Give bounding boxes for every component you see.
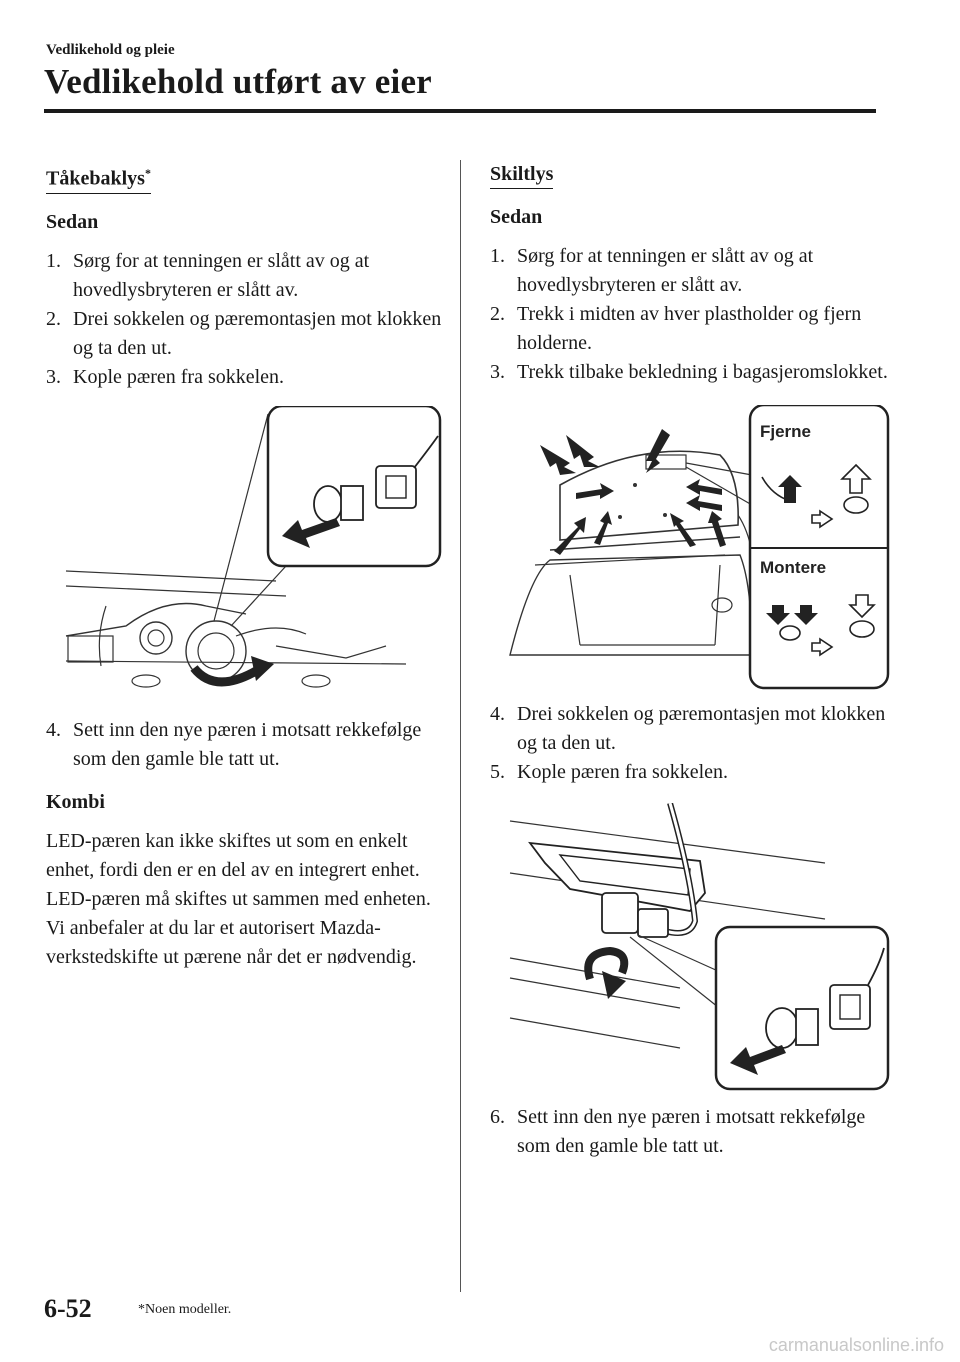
- footnote: *Noen modeller.: [138, 1302, 232, 1317]
- sedan-subheading: Sedan: [490, 206, 543, 228]
- license-light-steps-b: 4.Drei sokkelen og pæremontasjen mot klo…: [490, 700, 890, 787]
- trunk-lining-clip-illustration: Fjerne Montere: [509, 405, 890, 690]
- list-item: 1.Sørg for at tenningen er slått av og a…: [490, 245, 814, 296]
- left-column: Tåkebaklys* Sedan 1.Sørg for at tenninge…: [46, 160, 446, 972]
- list-item: 4.Drei sokkelen og pæremontasjen mot klo…: [490, 703, 886, 754]
- kombi-paragraph: LED-pæren kan ikke skiftes ut som en enk…: [46, 829, 420, 881]
- list-item: 4.Sett inn den nye pæren i motsatt rekke…: [46, 718, 422, 770]
- kombi-subheading: Kombi: [46, 790, 105, 813]
- page-number: 6-52: [44, 1294, 92, 1323]
- list-item: 6.Sett inn den nye pæren i motsatt rekke…: [490, 1106, 866, 1157]
- model-footnote-mark: *: [144, 166, 151, 180]
- column-divider: [460, 160, 461, 1292]
- fog-light-steps: 1.Sørg for at tenningen er slått av og a…: [46, 247, 446, 392]
- kombi-paragraph: LED-pæren må skiftes ut sammen med enhet…: [46, 887, 431, 968]
- fog-light-bulb-illustration: [65, 405, 442, 688]
- list-item: 3.Trekk tilbake bekledning i bagasjeroms…: [490, 361, 888, 383]
- list-item: 5.Kople pæren fra sokkelen.: [490, 761, 729, 783]
- title-rule: [44, 109, 876, 113]
- install-label: Montere: [760, 558, 826, 577]
- sedan-subheading: Sedan: [46, 210, 99, 233]
- remove-label: Fjerne: [760, 422, 811, 441]
- fog-light-steps-continued: 4.Sett inn den nye pæren i motsatt rekke…: [46, 716, 446, 774]
- list-item: 1.Sørg for at tenningen er slått av og a…: [46, 249, 370, 301]
- fog-light-heading: Tåkebaklys*: [46, 160, 151, 194]
- list-item: 2.Trekk i midten av hver plastholder og …: [490, 303, 862, 354]
- watermark: carmanualsonline.info: [768, 1335, 944, 1355]
- license-bulb-illustration: [509, 803, 890, 1091]
- section-label: Vedlikehold og pleie: [46, 42, 175, 58]
- license-light-heading: Skiltlys: [490, 161, 554, 189]
- license-light-steps: 1.Sørg for at tenningen er slått av og a…: [490, 242, 890, 387]
- right-column: Skiltlys Sedan 1.Sørg for at tenningen e…: [490, 160, 890, 1161]
- list-item: 3.Kople pæren fra sokkelen.: [46, 365, 285, 388]
- license-light-steps-c: 6.Sett inn den nye pæren i motsatt rekke…: [490, 1103, 890, 1161]
- page-title: Vedlikehold utført av eier: [44, 62, 432, 101]
- list-item: 2.Drei sokkelen og pæremontasjen mot klo…: [46, 307, 442, 359]
